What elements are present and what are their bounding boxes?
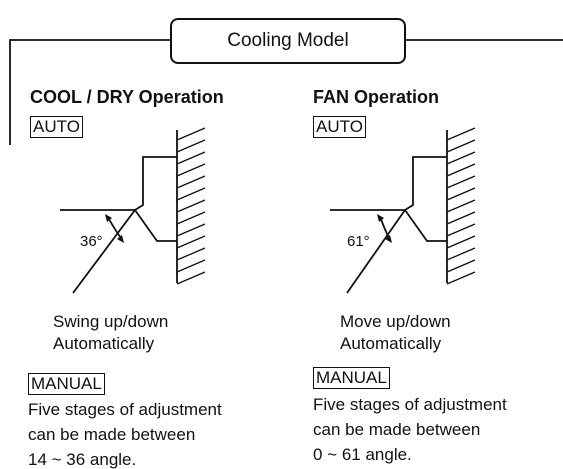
right-caption-line2: Automatically: [340, 334, 442, 353]
title-text: Cooling Model: [227, 30, 349, 51]
left-louver-line: [72, 209, 136, 294]
right-louver-line: [346, 209, 406, 294]
left-caption-line1: Swing up/down: [53, 312, 169, 331]
left-angle-arc: [108, 218, 122, 239]
right-angle-label: 61°: [347, 233, 370, 250]
right-auto-tag: AUTO: [313, 116, 366, 138]
left-caption-line2: Automatically: [53, 334, 155, 353]
right-wall-hatching: [446, 127, 476, 285]
left-arrow-head-top: [105, 214, 112, 222]
left-heading: COOL / DRY Operation: [30, 87, 224, 107]
right-text-line2: can be made between: [313, 420, 481, 439]
left-wall-hatching: [176, 127, 206, 285]
left-auto-tag: AUTO: [30, 116, 83, 138]
right-arrow-head-bottom: [385, 235, 392, 243]
left-text-line1: Five stages of adjustment: [28, 400, 222, 419]
right-heading: FAN Operation: [313, 87, 440, 107]
right-text-line1: Five stages of adjustment: [313, 395, 507, 414]
left-angle-label: 36°: [80, 233, 103, 250]
right-arrow-head-top: [377, 214, 384, 222]
left-unit-outline: [133, 156, 177, 242]
right-unit-outline: [403, 156, 447, 242]
right-caption-line1: Move up/down: [340, 312, 451, 331]
title-box: Cooling Model: [170, 18, 406, 64]
left-louver-diagram: [60, 127, 206, 294]
left-text-line2: can be made between: [28, 425, 196, 444]
right-louver-diagram: [330, 127, 476, 294]
right-text-line3: 0 ~ 61 angle.: [313, 445, 412, 464]
right-angle-arc: [380, 218, 390, 239]
left-arrow-head-bottom: [117, 235, 124, 243]
right-manual-tag: MANUAL: [313, 367, 390, 389]
left-text-line3: 14 ~ 36 angle.: [28, 450, 137, 469]
left-manual-tag: MANUAL: [28, 373, 105, 395]
